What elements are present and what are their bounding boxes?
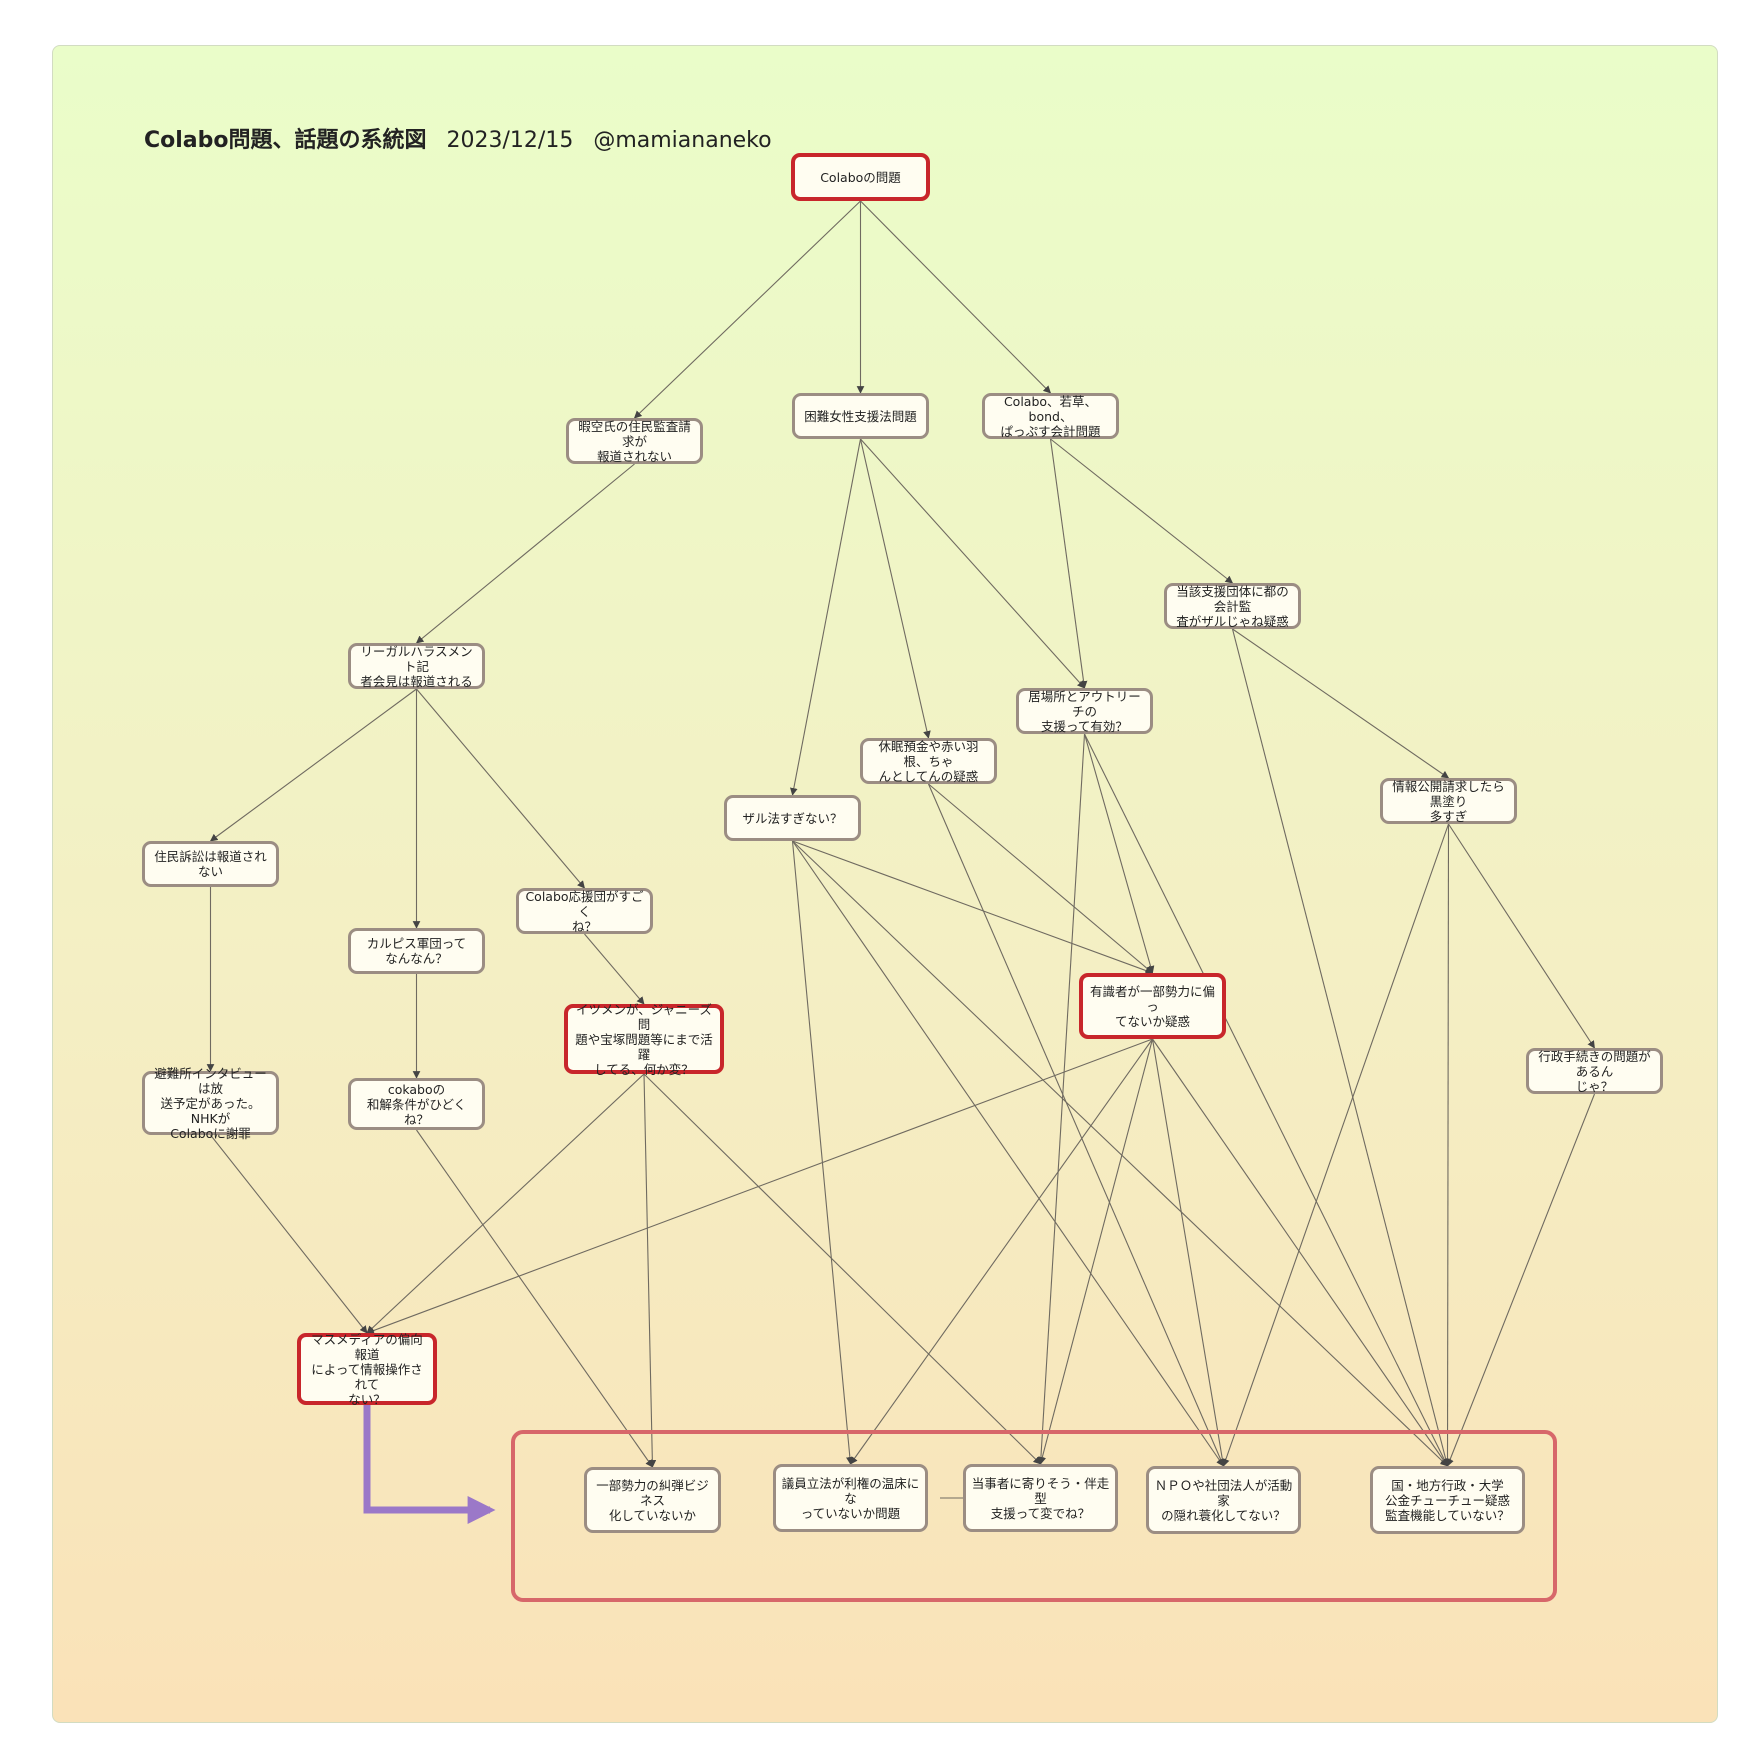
edge-n_kansa-to-b_kuni bbox=[1231, 628, 1450, 1467]
node-legal-harassment[interactable]: リーガルハラスメント記 者会見は報道される bbox=[348, 643, 485, 689]
edge-n_ikemen-to-n_media bbox=[366, 1073, 645, 1334]
edge-n_ibasho-to-n_yushiki bbox=[1083, 733, 1155, 974]
node-akizora-audit[interactable]: 暇空氏の住民監査請求が 報道されない bbox=[566, 418, 703, 464]
edge-n_konnan-to-n_kyumin bbox=[859, 438, 931, 739]
node-kyumin-yokin[interactable]: 休眠預金や赤い羽根、ちゃ んとしてんの疑惑 bbox=[860, 738, 997, 784]
node-wakai-joken[interactable]: cokaboの 和解条件がひどくね？ bbox=[348, 1078, 485, 1130]
edge-n_zaru-to-b_npo bbox=[792, 840, 1224, 1467]
node-kuni-kansa[interactable]: 国・地方行政・大学 公金チューチュー疑惑 監査機能していない？ bbox=[1370, 1466, 1525, 1534]
edge-n_legal-to-n_ouendan bbox=[416, 688, 585, 889]
edge-n_ouendan-to-n_ikemen bbox=[584, 933, 645, 1005]
node-itsumen[interactable]: イツメンが、ジャニーズ問 題や宝塚問題等にまで活躍 してる、何か変？ bbox=[564, 1002, 724, 1077]
node-colabo-problem[interactable]: Colaboの問題 bbox=[791, 153, 930, 201]
node-ibasho-outreach[interactable]: 居場所とアウトリーチの 支援って有効？ bbox=[1016, 688, 1153, 734]
edge-n_konnan-to-n_zaru bbox=[790, 438, 862, 796]
edge-n_yushiki-to-b_kuni bbox=[1152, 1038, 1448, 1467]
page-title: Colabo問題、話題の系統図 2023/12/15 @mamiananeko bbox=[144, 122, 772, 154]
node-hinanjo-interview[interactable]: 避難所インタビューは放 送予定があった。NHKが Colaboに謝罪 bbox=[142, 1066, 279, 1141]
edge-n_yushiki-to-b_giin bbox=[850, 1038, 1153, 1465]
outcome-group-box bbox=[511, 1430, 1557, 1602]
edge-n_ibasho-to-b_kuni bbox=[1084, 733, 1448, 1467]
node-calpis-gundan[interactable]: カルピス軍団って なんなん？ bbox=[348, 928, 485, 974]
title-author: @mamiananeko bbox=[593, 128, 772, 153]
edge-n_kaikei-to-n_ibasho bbox=[1049, 438, 1088, 689]
node-jumin-sosho[interactable]: 住民訴訟は報道されない bbox=[142, 841, 279, 887]
edge-n_zaru-to-b_giin bbox=[791, 840, 854, 1465]
node-zaru-hou[interactable]: ザル法すぎない？ bbox=[724, 795, 861, 841]
edge-n_ikemen-to-b_toujisha bbox=[643, 1073, 1042, 1465]
edge-n_gyosei-to-b_kuni bbox=[1446, 1093, 1596, 1467]
diagram-canvas bbox=[52, 45, 1718, 1723]
node-kaikei-problem[interactable]: Colabo、若草、bond、 ぱっぷす会計問題 bbox=[982, 393, 1119, 439]
edge-n_konnan-to-n_ibasho bbox=[860, 438, 1086, 689]
edge-n_legal-to-n_jumin bbox=[209, 688, 417, 842]
node-toujisha-bansou[interactable]: 当事者に寄りそう・伴走型 支援って変でね？ bbox=[963, 1464, 1118, 1532]
edge-n_joho-to-b_npo bbox=[1222, 823, 1450, 1467]
edge-n_akizora-to-n_legal bbox=[415, 463, 635, 644]
big-arrow bbox=[363, 1400, 496, 1524]
edge-n_ikemen-to-b_kyudan bbox=[643, 1073, 657, 1468]
node-giin-rippou[interactable]: 議員立法が利権の温床にな っていないか問題 bbox=[773, 1464, 928, 1532]
edge-n_zaru-to-b_kuni bbox=[792, 840, 1449, 1467]
edge-n_hinanjo-to-n_media bbox=[210, 1134, 368, 1334]
node-gyosei-tetsuzuki[interactable]: 行政手続きの問題があるん じゃ？ bbox=[1526, 1048, 1663, 1094]
edge-n_yushiki-to-n_media bbox=[366, 1038, 1153, 1335]
edge-n_joho-to-b_kuni bbox=[1443, 823, 1452, 1467]
edge-n_kansa-to-n_joho bbox=[1232, 628, 1450, 779]
node-ouendan[interactable]: Colabo応援団がすごく ね？ bbox=[516, 888, 653, 934]
edge-n_yushiki-to-b_toujisha bbox=[1038, 1038, 1154, 1465]
edge-root-to-n_akizora bbox=[633, 200, 861, 419]
title-date: 2023/12/15 bbox=[446, 128, 574, 153]
edge-n_kyumin-to-n_yushiki bbox=[928, 783, 1154, 974]
edge-n_zaru-to-n_yushiki bbox=[792, 840, 1154, 975]
edge-root-to-n_kaikei bbox=[860, 200, 1052, 394]
edge-n_joho-to-n_gyosei bbox=[1448, 823, 1595, 1049]
edge-n_kaikei-to-n_kansa bbox=[1050, 438, 1234, 584]
node-mass-media[interactable]: マスメディアの偏向報道 によって情報操作されて ない？ bbox=[297, 1332, 437, 1407]
node-joho-kokai[interactable]: 情報公開請求したら黒塗り 多すぎ bbox=[1380, 778, 1517, 824]
edge-n_wakai-to-b_kyudan bbox=[416, 1129, 653, 1468]
node-npo-kakuremino[interactable]: ＮＰＯや社団法人が活動家 の隠れ蓑化してない？ bbox=[1146, 1466, 1301, 1534]
edge-n_yushiki-to-b_npo bbox=[1151, 1038, 1227, 1467]
node-yushikisha[interactable]: 有識者が一部勢力に偏っ てないか疑惑 bbox=[1079, 973, 1226, 1039]
node-kyudan-business[interactable]: 一部勢力の糾弾ビジネス 化していないか bbox=[584, 1467, 721, 1533]
node-konnan-josei[interactable]: 困難女性支援法問題 bbox=[792, 393, 929, 439]
title-text: Colabo問題、話題の系統図 bbox=[144, 128, 427, 153]
node-kansa-zaru[interactable]: 当該支援団体に都の会計監 査がザルじゃね疑惑 bbox=[1164, 583, 1301, 629]
edge-n_kyumin-to-b_npo bbox=[927, 783, 1225, 1467]
